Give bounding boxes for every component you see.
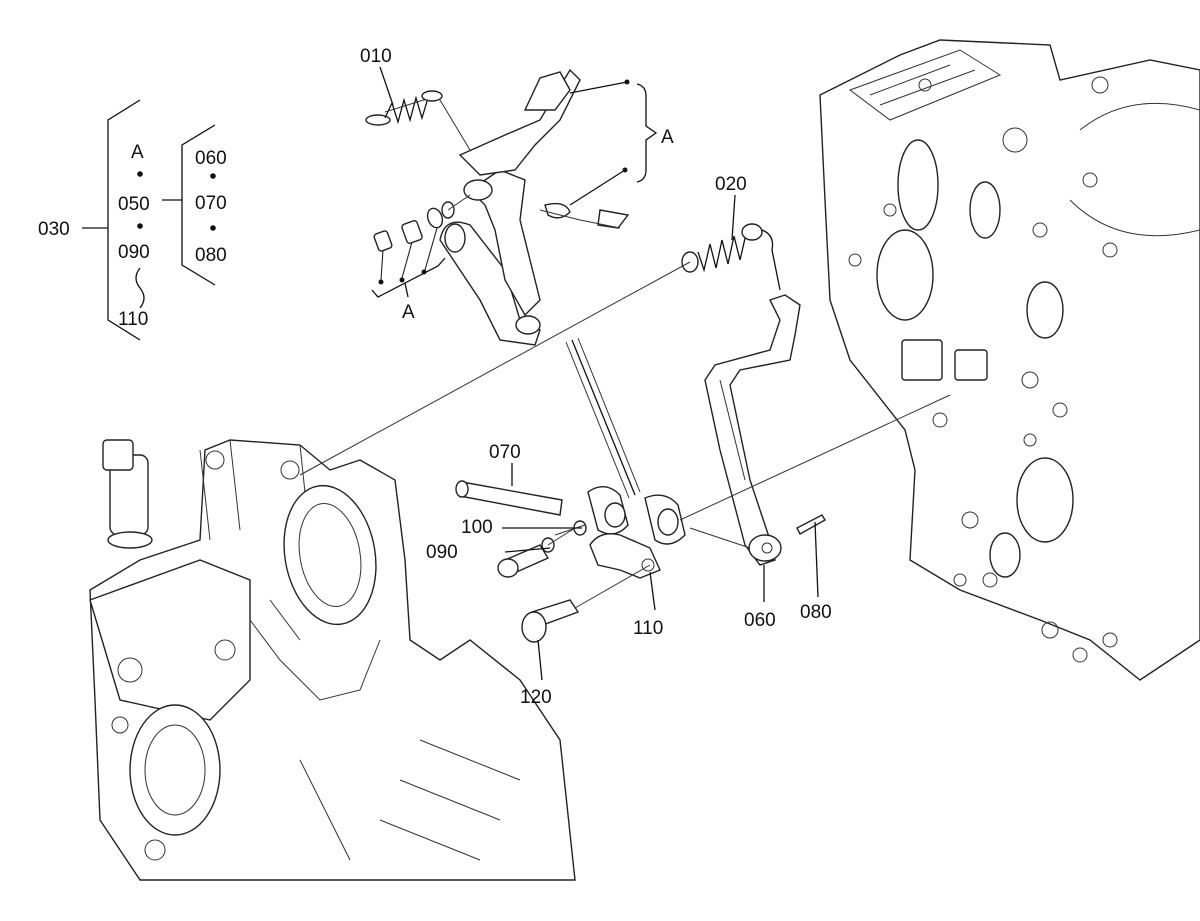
legend-right-2: 080 bbox=[195, 245, 227, 266]
ref-a-top: A bbox=[661, 127, 674, 148]
callout-100: 100 bbox=[461, 517, 493, 538]
pin-080 bbox=[796, 514, 826, 535]
gearcase-housing bbox=[89, 439, 576, 881]
callout-070: 070 bbox=[489, 442, 521, 463]
small-parts-set-a bbox=[371, 201, 455, 298]
callout-080: 080 bbox=[800, 602, 832, 623]
spring-010 bbox=[365, 90, 443, 126]
legend-left-2: 090 bbox=[118, 242, 150, 263]
assembly-guide-lines bbox=[299, 99, 951, 609]
legend-left-0: A bbox=[131, 142, 144, 163]
callout-110: 110 bbox=[633, 618, 663, 639]
ref-a-bottom: A bbox=[402, 302, 415, 323]
callout-060: 060 bbox=[744, 610, 776, 631]
callout-020: 020 bbox=[715, 174, 747, 195]
callout-120: 120 bbox=[520, 687, 552, 708]
governor-lever-arm bbox=[704, 294, 801, 566]
link-rod bbox=[565, 337, 641, 499]
shaft-070 bbox=[455, 480, 563, 516]
bolts bbox=[497, 537, 580, 643]
legend-right-0: 060 bbox=[195, 148, 227, 169]
governor-fork-lever bbox=[439, 68, 630, 346]
legend-left-3: 110 bbox=[118, 309, 148, 330]
legend-brackets bbox=[82, 99, 216, 341]
spring-020 bbox=[681, 223, 781, 291]
legend-right-1: 070 bbox=[195, 193, 227, 214]
callout-labels: 010 020 030 070 100 090 110 060 080 120 … bbox=[38, 46, 832, 708]
governor-bushings bbox=[573, 486, 686, 579]
legend-left-1: 050 bbox=[118, 194, 150, 215]
callout-090: 090 bbox=[426, 542, 458, 563]
callout-010: 010 bbox=[360, 46, 392, 67]
callout-leaders bbox=[379, 66, 819, 681]
callout-030: 030 bbox=[38, 219, 70, 240]
legend-labels: A 050 090 110 060 070 080 bbox=[118, 142, 227, 330]
engine-block bbox=[819, 39, 1200, 681]
